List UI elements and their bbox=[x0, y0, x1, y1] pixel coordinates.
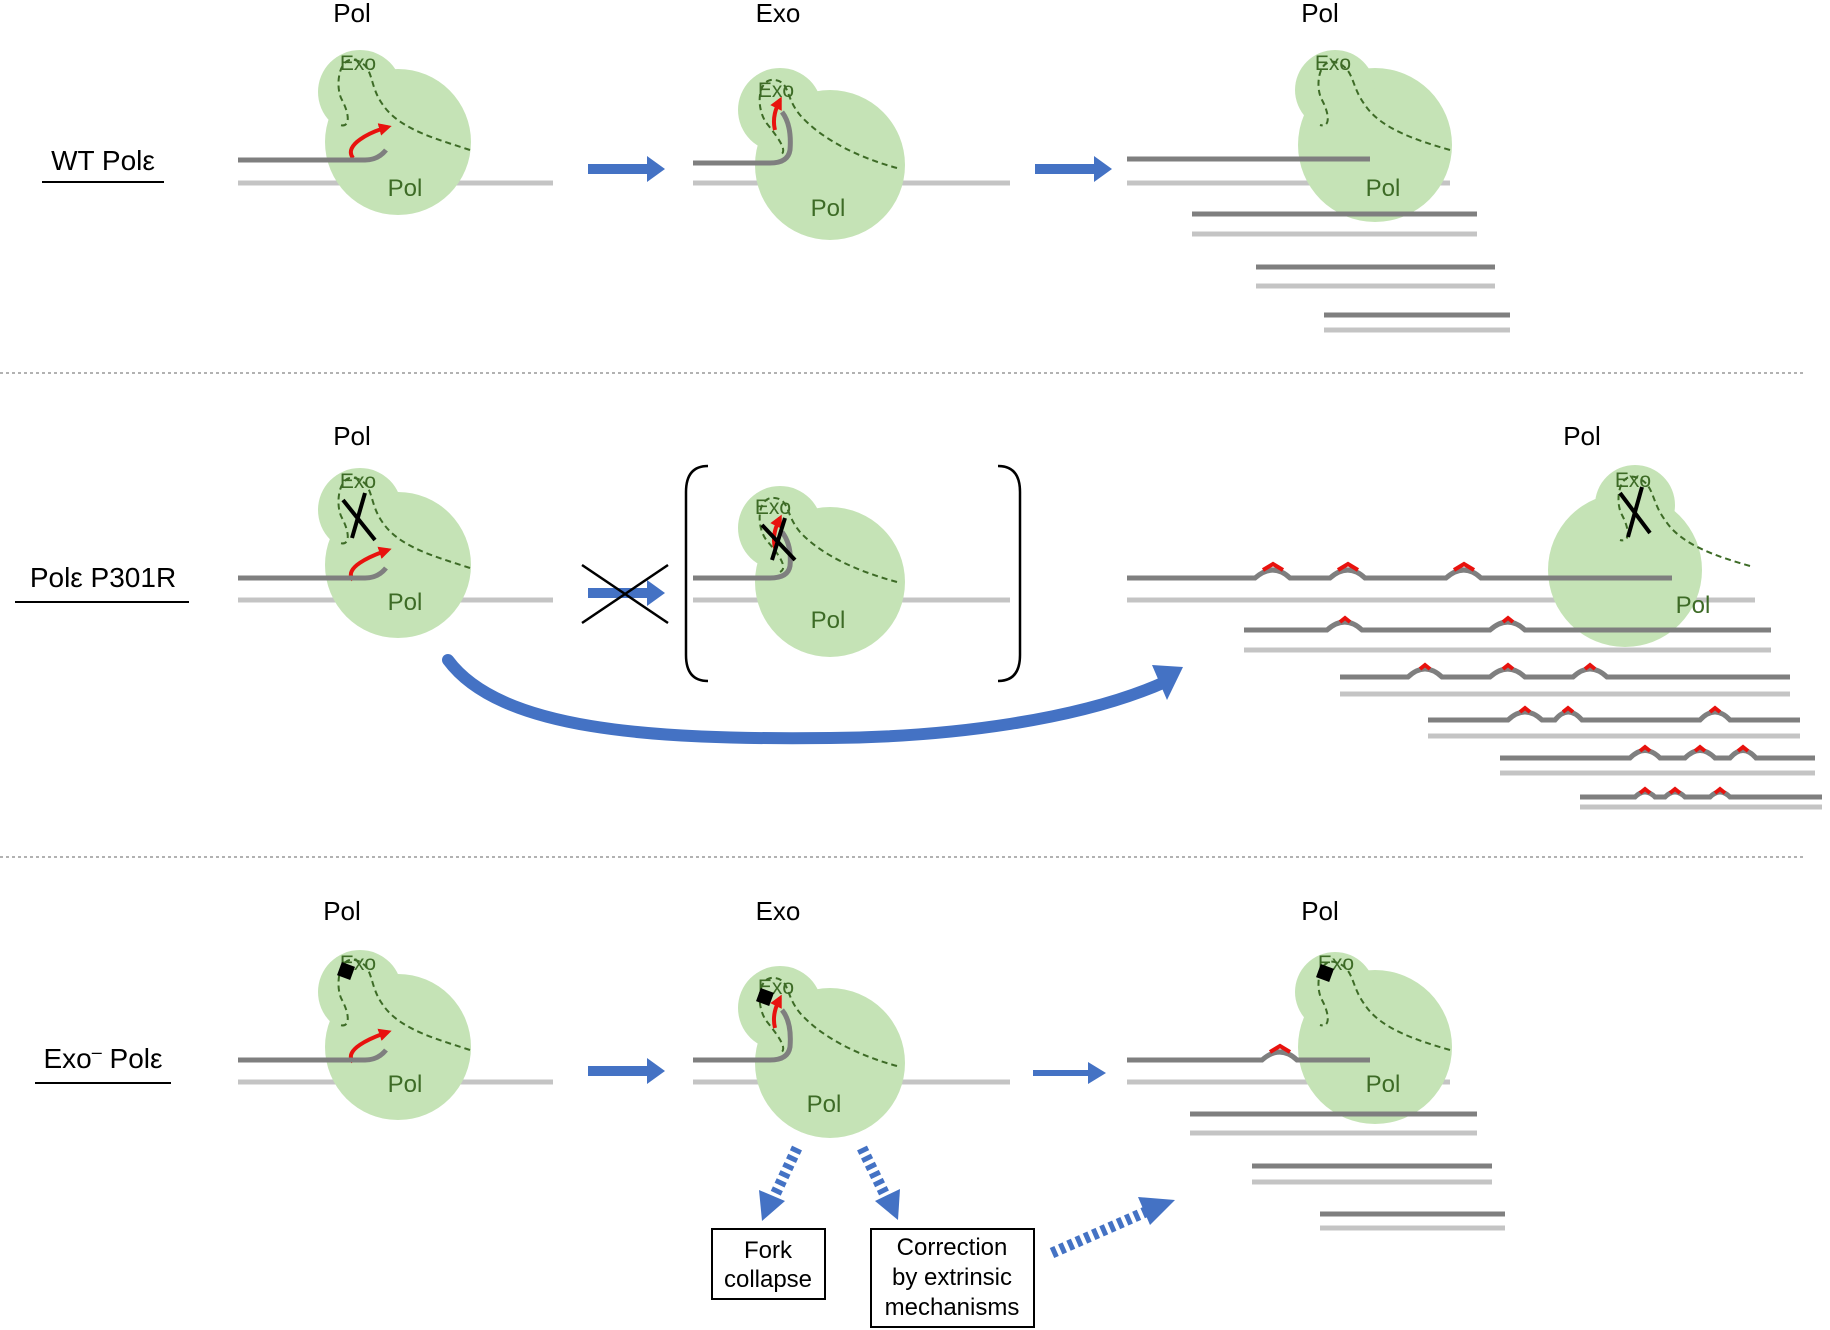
exo-domain-label: Exo bbox=[755, 496, 791, 519]
pol-domain-label: Pol bbox=[1366, 175, 1401, 202]
bracket-right bbox=[997, 464, 1022, 683]
polymerase-enzyme-icon: Exo Pol bbox=[318, 468, 471, 638]
replicated-dna-stack bbox=[1244, 615, 1822, 810]
state-proofreading-attempt: Exo Exo Pol bbox=[693, 896, 1010, 1138]
state-mode-label: Exo bbox=[756, 896, 801, 926]
exo-inactive-square-icon bbox=[756, 988, 774, 1006]
replicated-dna-stack bbox=[1190, 1111, 1505, 1231]
pol-domain-label: Pol bbox=[388, 1071, 423, 1098]
pol-domain-label: Pol bbox=[811, 195, 846, 222]
nascent-strand bbox=[238, 1048, 388, 1063]
exo-domain-label: Exo bbox=[1315, 52, 1351, 75]
exo-inactive-square-icon bbox=[1316, 964, 1334, 982]
pol-domain-label: Pol bbox=[388, 589, 423, 616]
nascent-strand-with-mismatches bbox=[1127, 567, 1672, 581]
state-mode-label: Pol bbox=[333, 0, 371, 28]
pol-domain-label: Pol bbox=[1366, 1071, 1401, 1098]
pol-domain-label: Pol bbox=[1676, 592, 1711, 619]
outcome-arrow-extrinsic-correction bbox=[857, 1145, 900, 1220]
outcome-text: by extrinsic bbox=[892, 1264, 1012, 1291]
polymerase-enzyme-icon: Exo Pol bbox=[738, 68, 905, 240]
panel-p301r: Polε P301R Pol Exo Pol bbox=[15, 421, 1822, 810]
outcome-box-fork-collapse: Fork collapse bbox=[711, 1228, 826, 1300]
pol-domain-label: Pol bbox=[388, 175, 423, 202]
polymerase-enzyme-icon: Exo Pol bbox=[318, 950, 471, 1120]
state-polymerizing: Pol Exo Pol bbox=[238, 0, 553, 215]
pol-domain-label: Pol bbox=[807, 1091, 842, 1118]
panel-label: Exo– Polε bbox=[44, 1042, 163, 1074]
state-polymerizing: Pol Exo Pol bbox=[1127, 0, 1510, 333]
blocked-arrow-x-icon bbox=[581, 563, 669, 625]
mismatch-marks bbox=[1261, 561, 1476, 572]
polymerase-enzyme-icon: Exo Pol bbox=[318, 50, 471, 215]
nascent-strand bbox=[238, 566, 388, 581]
replicated-dna-stack bbox=[1192, 211, 1510, 333]
state-polymerizing-with-error: Pol Exo Pol bbox=[1127, 896, 1505, 1231]
panel-wt: WT Polε Pol Exo Pol Exo bbox=[42, 0, 1510, 333]
state-mode-label: Pol bbox=[1301, 0, 1339, 28]
outcome-text: collapse bbox=[724, 1266, 812, 1293]
bracket-left bbox=[684, 464, 709, 683]
nascent-strand bbox=[238, 148, 388, 163]
outcome-text: Correction bbox=[897, 1234, 1008, 1261]
polymerase-enzyme-icon: Exo Pol bbox=[738, 486, 905, 657]
mismatch-mark bbox=[1268, 1043, 1292, 1054]
state-proofreading: Exo Exo Pol bbox=[693, 0, 1010, 240]
nascent-strand bbox=[693, 110, 793, 166]
panel-label: Polε P301R bbox=[30, 562, 176, 593]
pol-domain-label: Pol bbox=[811, 607, 846, 634]
polymerase-enzyme-icon: Exo Pol bbox=[1295, 952, 1452, 1124]
state-mode-label: Exo bbox=[756, 0, 801, 28]
step-arrow bbox=[588, 156, 665, 182]
state-mode-label: Pol bbox=[333, 421, 371, 451]
bypass-curved-arrow bbox=[442, 654, 1183, 745]
outcome-box-extrinsic-correction: Correction by extrinsic mechanisms bbox=[870, 1228, 1035, 1328]
state-mode-label: Pol bbox=[323, 896, 361, 926]
step-arrow bbox=[1033, 1062, 1106, 1084]
outcome-text: Fork bbox=[744, 1237, 793, 1264]
rescue-arrow-to-replication bbox=[1049, 1197, 1175, 1259]
polymerase-enzyme-icon: Exo Pol bbox=[1548, 465, 1751, 647]
polymerase-enzyme-icon: Exo Pol bbox=[738, 966, 905, 1138]
state-polymerizing: Pol Exo Pol bbox=[238, 896, 553, 1120]
step-arrow bbox=[1035, 156, 1112, 182]
nascent-strand bbox=[693, 1008, 793, 1063]
exo-block-x-icon bbox=[341, 492, 377, 542]
nascent-strand bbox=[693, 530, 793, 581]
outcome-arrow-fork-collapse bbox=[759, 1145, 802, 1221]
exo-domain-label: Exo bbox=[340, 470, 376, 493]
exo-block-x-icon bbox=[760, 517, 797, 562]
exo-inactive-square-icon bbox=[337, 962, 355, 980]
polymerase-enzyme-icon: Exo Pol bbox=[1295, 50, 1452, 222]
outcome-text: mechanisms bbox=[885, 1294, 1020, 1321]
state-mode-label: Pol bbox=[1563, 421, 1601, 451]
exo-domain-label: Exo bbox=[340, 52, 376, 75]
exo-domain-label: Exo bbox=[758, 79, 794, 102]
exo-block-x-icon bbox=[1618, 486, 1652, 538]
state-polymerizing-with-errors: Pol Exo Pol bbox=[1127, 421, 1822, 810]
state-proofreading-bracketed: Exo Pol bbox=[684, 464, 1022, 683]
step-arrow bbox=[588, 1058, 665, 1084]
panel-label: WT Polε bbox=[51, 145, 155, 176]
nascent-strand-with-mismatch bbox=[1127, 1049, 1370, 1063]
panel-exo-deficient: Exo– Polε Pol Exo Pol Exo bbox=[35, 896, 1505, 1328]
exo-domain-label: Exo bbox=[1615, 469, 1651, 492]
state-mode-label: Pol bbox=[1301, 896, 1339, 926]
state-polymerizing: Pol Exo Pol bbox=[238, 421, 553, 638]
